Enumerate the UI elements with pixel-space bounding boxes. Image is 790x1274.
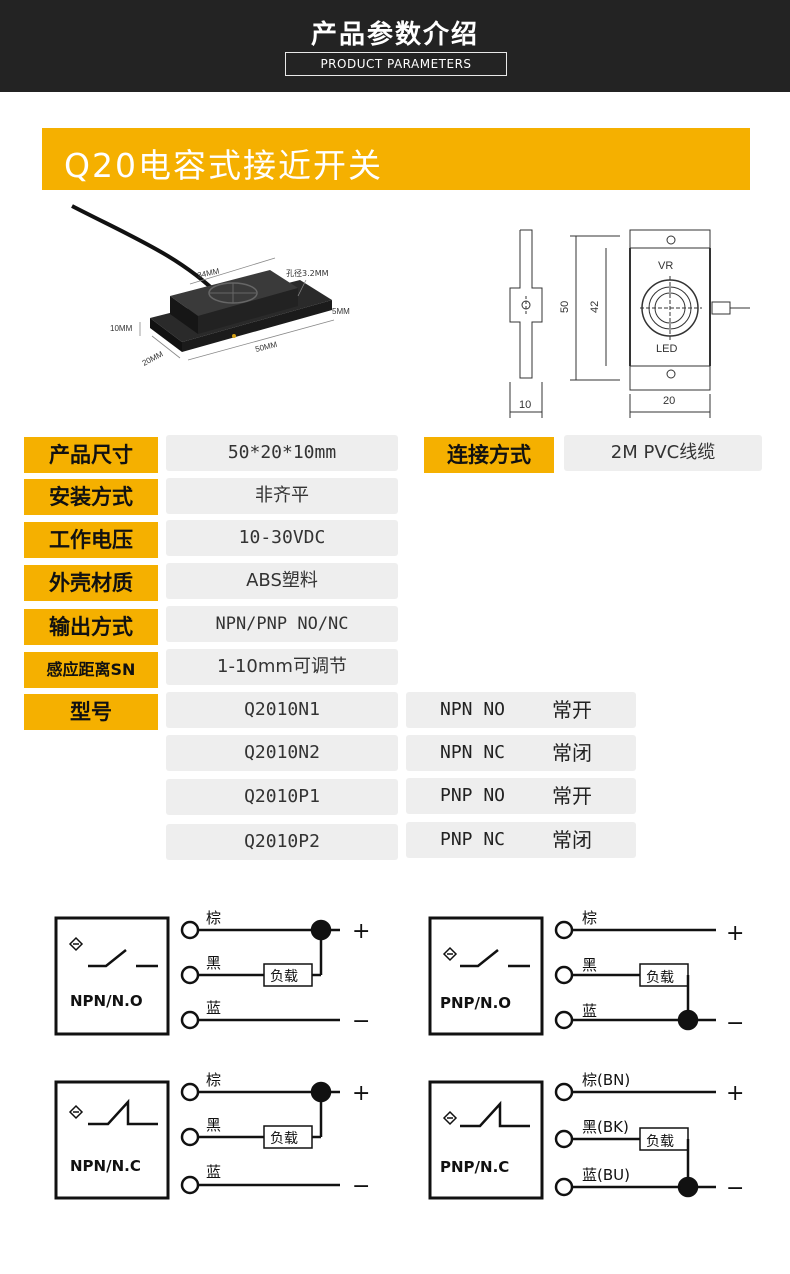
- pnp-no-label: PNP/N.O: [440, 994, 511, 1012]
- brown-label: 棕: [206, 1071, 221, 1089]
- npn-nc-diagram: [54, 1080, 340, 1200]
- header-title: 产品参数介绍: [310, 20, 479, 50]
- npn-no-diagram: [54, 916, 340, 1036]
- switch-open-icon: [460, 949, 530, 968]
- mount-label: 安装方式: [24, 479, 158, 515]
- model-type: PNP NC: [440, 829, 506, 850]
- product-banner: Q20电容式接近开关: [42, 128, 750, 190]
- model-state: 常闭: [552, 828, 592, 852]
- shell-value: ABS塑料: [166, 563, 398, 599]
- product-title: Q20电容式接近开关: [64, 146, 383, 185]
- connection-value: 2M PVC线缆: [564, 435, 762, 471]
- plus-label: +: [726, 1081, 744, 1106]
- wiring-diagrams: NPN/N.O 棕 黑 蓝 负载 + − PNP/N.O 棕 黑 蓝 负载 + …: [54, 909, 744, 1201]
- pnp-nc-label: PNP/N.C: [440, 1158, 509, 1176]
- blue-en-label: 蓝(BU): [582, 1166, 630, 1184]
- dim-42: 42: [589, 301, 601, 313]
- switch-closed-icon: [88, 1098, 158, 1126]
- dim-depth: 20MM: [141, 349, 165, 368]
- sensor-symbol-icon: [442, 1110, 458, 1126]
- sensor-symbol-icon: [68, 1104, 84, 1120]
- mount-value: 非齐平: [166, 478, 398, 514]
- voltage-value: 10-30VDC: [166, 520, 398, 556]
- model-type: NPN NC: [440, 742, 506, 763]
- npn-no-label: NPN/N.O: [70, 992, 143, 1010]
- dim-10: 10: [519, 399, 531, 411]
- vr-label: VR: [658, 260, 673, 272]
- switch-closed-icon: [460, 1100, 530, 1128]
- blue-label: 蓝: [206, 999, 221, 1017]
- black-en-label: 黑(BK): [582, 1118, 629, 1136]
- range-value: 1-10mm可调节: [166, 649, 398, 685]
- sensor-symbol-icon: [68, 936, 84, 952]
- black-label: 黑: [206, 1116, 221, 1134]
- dim-thickness: 5MM: [332, 307, 350, 316]
- blue-label: 蓝: [582, 1002, 597, 1020]
- brown-label: 棕: [582, 909, 597, 927]
- model-state: 常开: [552, 784, 592, 808]
- size-value: 50*20*10mm: [166, 435, 398, 471]
- npn-nc-label: NPN/N.C: [70, 1157, 141, 1175]
- minus-label: −: [726, 1176, 744, 1201]
- cable: [71, 204, 222, 298]
- size-label: 产品尺寸: [24, 437, 158, 473]
- sensor-symbol-icon: [442, 946, 458, 962]
- minus-label: −: [352, 1174, 370, 1199]
- model-label: 型号: [24, 694, 158, 730]
- side-view: [509, 229, 543, 379]
- pnp-nc-diagram: [428, 1080, 716, 1200]
- model-value: Q2010N2: [166, 735, 398, 771]
- model-type: PNP NO: [440, 785, 506, 806]
- load-label: 负载: [270, 1131, 298, 1147]
- black-label: 黑: [206, 954, 221, 972]
- black-label: 黑: [582, 956, 597, 974]
- plus-label: +: [726, 921, 744, 946]
- model-mode: NPN NC 常闭: [406, 735, 636, 771]
- model-state: 常闭: [552, 741, 592, 765]
- shell-label: 外壳材质: [24, 565, 158, 601]
- dim-hole: 孔径3.2MM: [286, 268, 329, 278]
- model-mode: NPN NO 常开: [406, 692, 636, 728]
- header-subtitle: PRODUCT PARAMETERS: [285, 52, 507, 76]
- dim-50: 50: [559, 301, 571, 313]
- dim-height: 10MM: [110, 324, 133, 333]
- plus-label: +: [352, 919, 370, 944]
- output-label: 输出方式: [24, 609, 158, 645]
- product-photo: 34MM 孔径3.2MM 10MM 5MM 20MM 50MM: [71, 204, 350, 368]
- model-state: 常开: [552, 698, 592, 722]
- pnp-no-diagram: [428, 916, 716, 1036]
- model-mode: PNP NC 常闭: [406, 822, 636, 858]
- minus-label: −: [726, 1011, 744, 1036]
- model-mode: PNP NO 常开: [406, 778, 636, 814]
- minus-label: −: [352, 1009, 370, 1034]
- connection-label: 连接方式: [424, 437, 554, 473]
- plus-label: +: [352, 1081, 370, 1106]
- blue-label: 蓝: [206, 1163, 221, 1181]
- technical-drawing: 50 42 10 20 VR LED: [509, 229, 750, 418]
- dim-20: 20: [663, 395, 675, 407]
- output-value: NPN/PNP NO/NC: [166, 606, 398, 642]
- load-label: 负载: [646, 1134, 674, 1150]
- model-type: NPN NO: [440, 699, 506, 720]
- load-label: 负载: [646, 970, 674, 986]
- led-label: LED: [656, 343, 677, 355]
- brown-label: 棕: [206, 909, 221, 927]
- model-value: Q2010P2: [166, 824, 398, 860]
- load-label: 负载: [270, 969, 298, 985]
- page-header: 产品参数介绍 PRODUCT PARAMETERS: [0, 0, 790, 92]
- brown-en-label: 棕(BN): [582, 1071, 630, 1089]
- range-label: 感应距离SN: [24, 652, 158, 688]
- switch-open-icon: [88, 949, 158, 968]
- model-value: Q2010N1: [166, 692, 398, 728]
- voltage-label: 工作电压: [24, 522, 158, 558]
- led-dot: [232, 334, 236, 338]
- model-value: Q2010P1: [166, 779, 398, 815]
- dim-length: 50MM: [254, 340, 278, 354]
